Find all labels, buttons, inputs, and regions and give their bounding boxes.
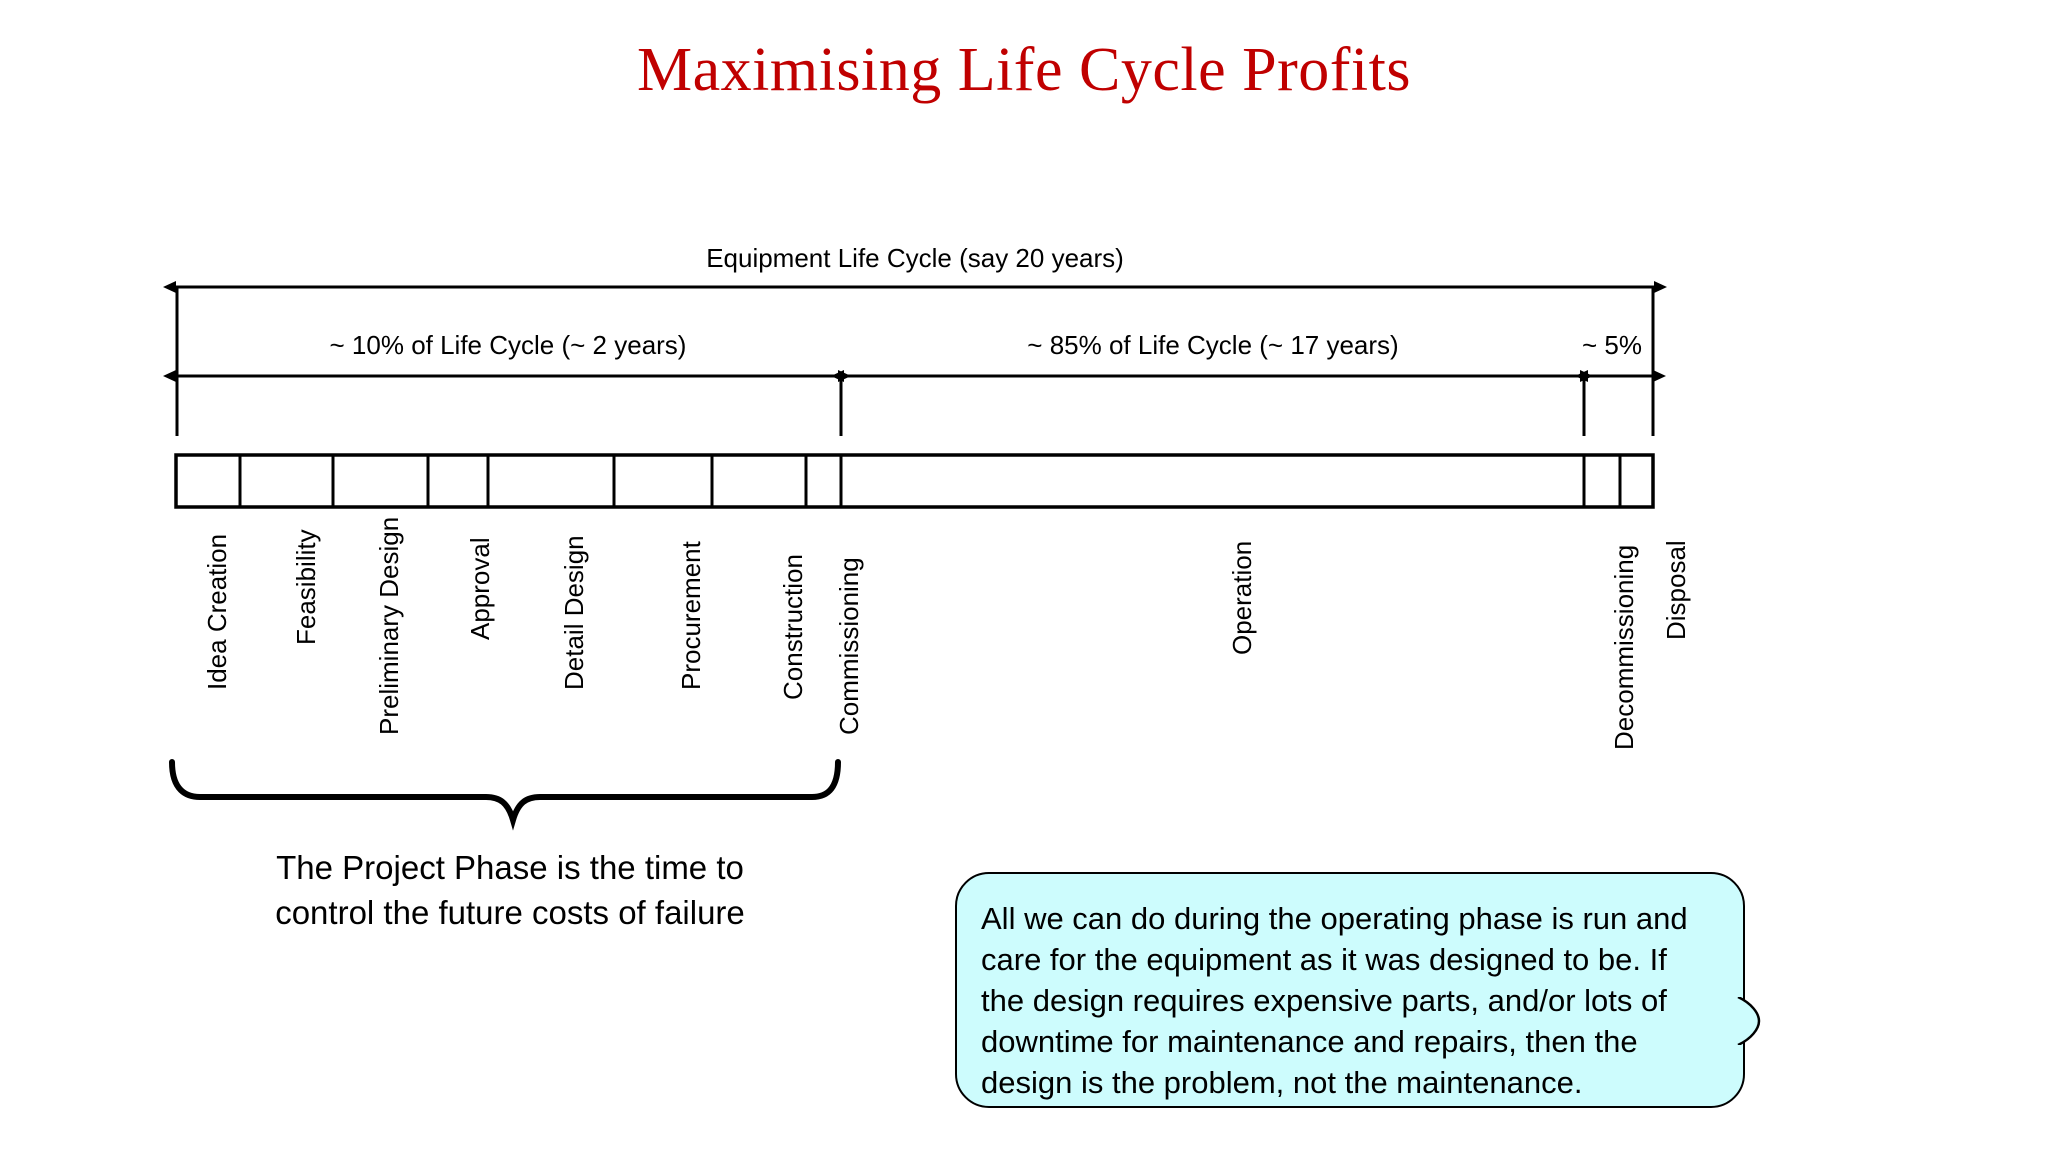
phase-label-decommissioning: Decommissioning — [1609, 544, 1639, 750]
phase-label-operation: Operation — [1227, 540, 1257, 655]
page-title: Maximising Life Cycle Profits — [637, 36, 1411, 104]
callout-text: All we can do during the operating phase… — [981, 901, 1688, 1100]
phase-label-commissioning: Commissioning — [834, 557, 864, 735]
phase-label-preliminary-design: Preliminary Design — [374, 516, 404, 735]
phase-label-procurement: Procurement — [676, 541, 706, 690]
span-label-disposal: ~ 5% — [1582, 330, 1642, 360]
phase-label-idea-creation: Idea Creation — [202, 533, 232, 690]
callout-tail-icon — [1737, 997, 1761, 1045]
phase-label-feasibility: Feasibility — [291, 529, 321, 645]
phase-label-detail-design: Detail Design — [559, 535, 589, 690]
brace-caption: The Project Phase is the time to control… — [160, 845, 860, 935]
span-label-operation: ~ 85% of Life Cycle (~ 17 years) — [1027, 330, 1399, 360]
phase-bar — [174, 453, 1655, 509]
phase-label-approval: Approval — [465, 537, 495, 640]
brace-caption-line-2: control the future costs of failure — [275, 894, 745, 931]
phase-bar-dividers — [238, 455, 1622, 507]
project-phase-brace — [169, 759, 841, 831]
operating-phase-callout: All we can do during the operating phase… — [955, 872, 1745, 1108]
phase-label-disposal: Disposal — [1661, 540, 1691, 640]
overall-span-label: Equipment Life Cycle (say 20 years) — [706, 243, 1124, 273]
brace-caption-line-1: The Project Phase is the time to — [276, 849, 744, 886]
span-label-project: ~ 10% of Life Cycle (~ 2 years) — [329, 330, 687, 360]
phase-label-construction: Construction — [778, 554, 808, 700]
